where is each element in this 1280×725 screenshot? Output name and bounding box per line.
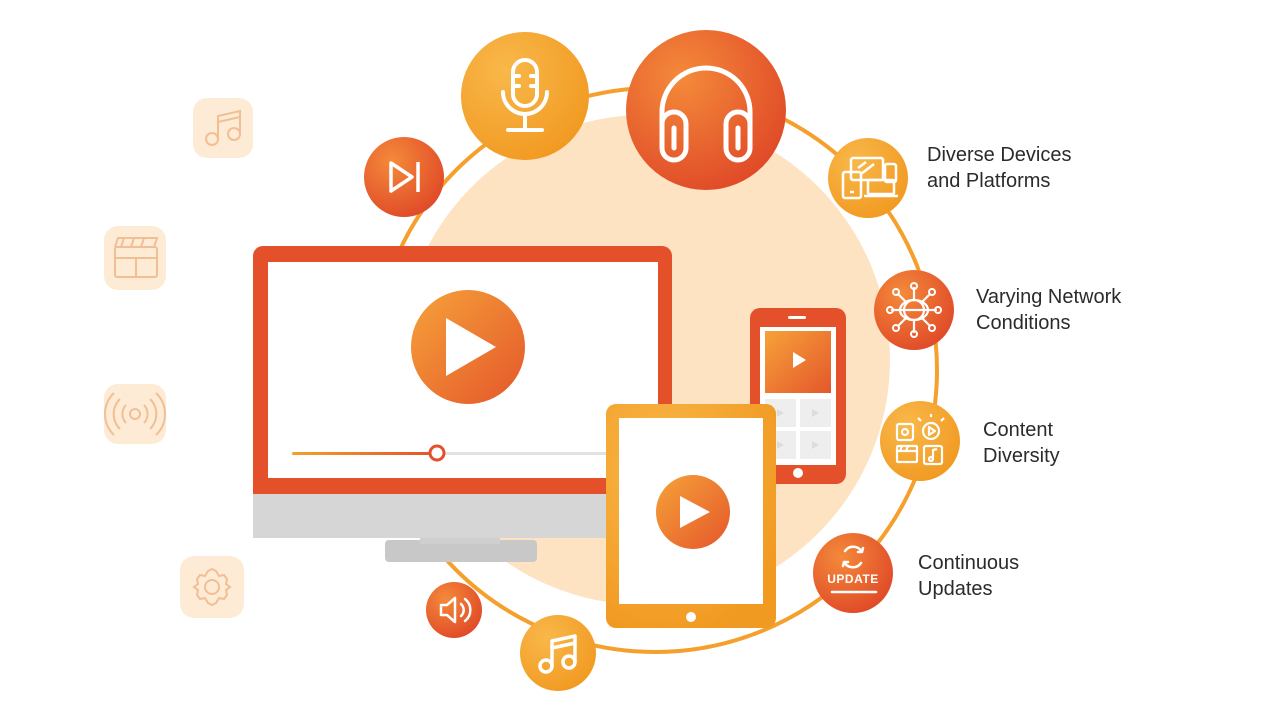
- feature-line: Conditions: [976, 312, 1071, 334]
- clapperboard-icon: [104, 226, 166, 290]
- monitor-play-icon: [411, 290, 525, 404]
- feature-line: Content: [983, 419, 1054, 441]
- feature-line: Continuous: [918, 552, 1020, 574]
- tablet: [606, 404, 776, 628]
- devices-icon: [828, 138, 908, 218]
- content-icon: [880, 401, 960, 481]
- progress-handle: [428, 444, 446, 462]
- feature-line: Varying Network: [976, 286, 1122, 308]
- monitor-stand: [385, 540, 537, 562]
- feature-label-varying-network: Varying Network Conditions: [976, 284, 1121, 336]
- update-badge-text: UPDATE: [827, 572, 878, 586]
- video-progress-bar: [292, 444, 637, 462]
- feature-label-content-diversity: Content Diversity: [983, 417, 1060, 469]
- desktop-monitor: [253, 246, 672, 562]
- volume-icon: [426, 582, 482, 638]
- feature-line: and Platforms: [927, 170, 1051, 192]
- microphone-icon: [461, 32, 589, 160]
- headphones-icon: [626, 30, 786, 190]
- feature-line: Diverse Devices: [927, 144, 1072, 166]
- feature-label-continuous-updates: Continuous Updates: [918, 550, 1019, 602]
- music-notes-icon: [193, 98, 253, 158]
- feature-label-diverse-devices: Diverse Devices and Platforms: [927, 142, 1071, 194]
- network-icon: [874, 270, 954, 350]
- feature-line: Diversity: [983, 445, 1060, 467]
- gear-icon: [180, 556, 244, 618]
- broadcast-icon: [104, 384, 166, 444]
- skip-forward-icon: [364, 137, 444, 217]
- update-icon: UPDATE: [813, 533, 893, 613]
- tablet-play-icon: [656, 475, 730, 549]
- feature-line: Updates: [918, 578, 993, 600]
- music-note-icon: [520, 615, 596, 691]
